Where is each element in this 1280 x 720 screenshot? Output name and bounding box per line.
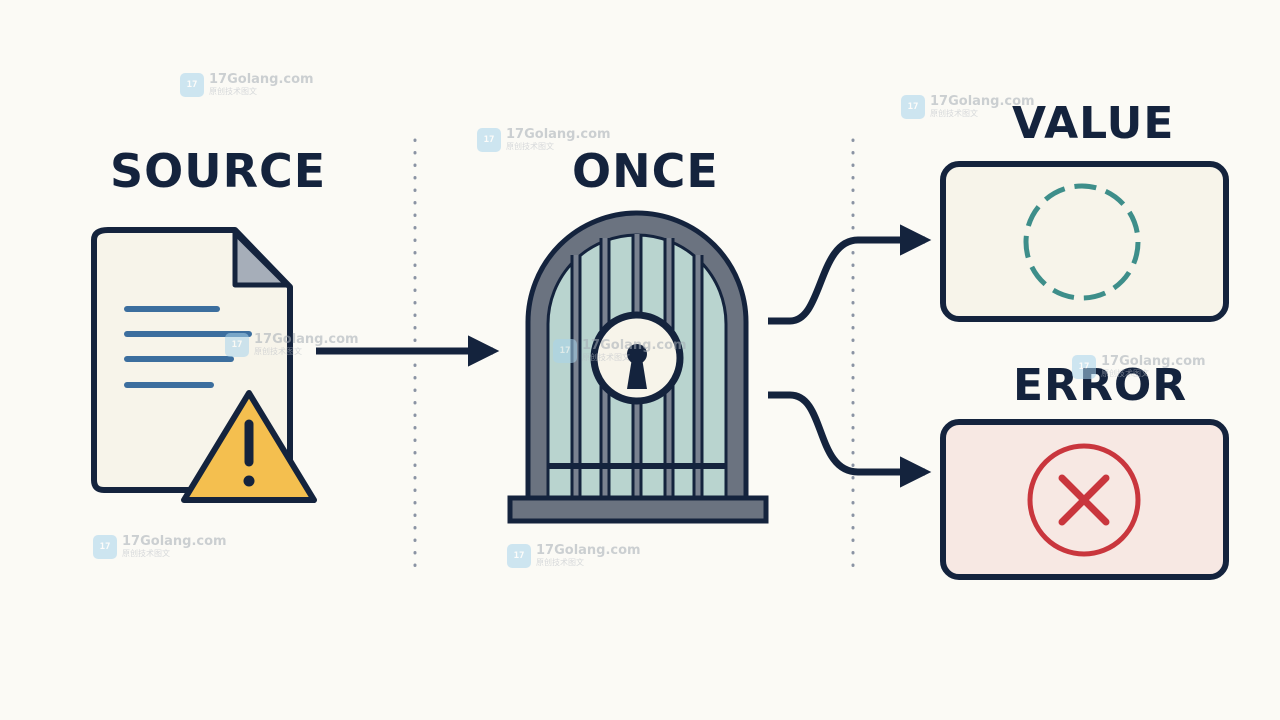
once-label: ONCE: [572, 144, 719, 198]
value-label: VALUE: [1012, 98, 1175, 149]
warning-triangle-icon: [181, 390, 317, 503]
source-label: SOURCE: [110, 144, 327, 198]
arrow-once-to-value: [768, 224, 932, 325]
arrow-once-to-error: [768, 391, 932, 488]
keyhole-icon: [590, 311, 684, 405]
error-x-circle-icon: [1027, 443, 1141, 557]
error-label: ERROR: [1013, 360, 1188, 411]
dashed-circle-icon: [1023, 183, 1141, 301]
value-box: [940, 161, 1229, 322]
